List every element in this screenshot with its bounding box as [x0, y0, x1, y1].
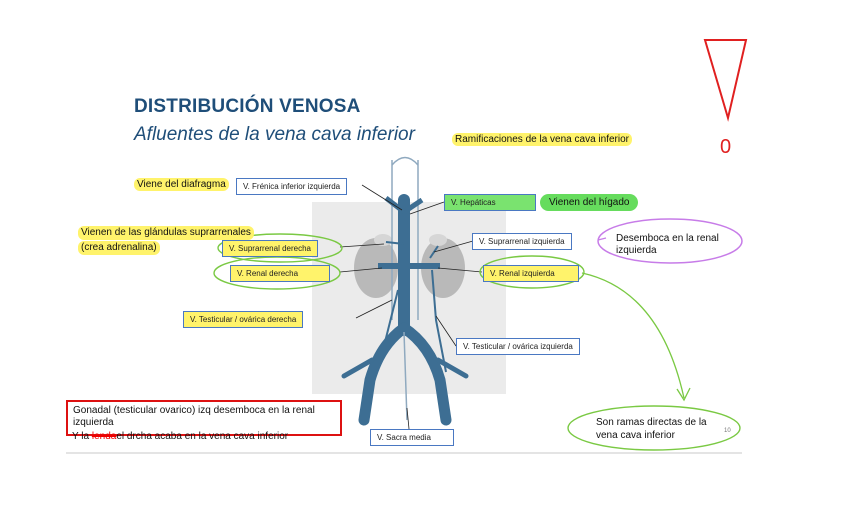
note-y-la-prefix: Y la — [72, 431, 90, 442]
leader-lines — [339, 184, 483, 430]
aorta-arch — [391, 156, 419, 166]
purple-link — [597, 237, 607, 241]
note-gonadal: Gonadal (testicular ovarico) izq desembo… — [73, 405, 315, 428]
note-glandulas: Vienen de las glándulas suprarrenales (c… — [78, 225, 254, 255]
label-renal-izquierda: V. Renal izquierda — [483, 265, 579, 282]
page-subtitle: Afluentes de la vena cava inferior — [134, 124, 415, 145]
external-iliac — [341, 357, 469, 379]
left-kidney — [421, 238, 465, 298]
page-title: DISTRIBUCIÓN VENOSA — [134, 96, 361, 117]
note-higado: Vienen del hígado — [540, 194, 639, 211]
label-sacra-media: V. Sacra media — [370, 429, 454, 446]
note-diafragma: Viene del diafragma — [134, 178, 229, 191]
note-y-la-rest: el drcha acaba en la vena cava inferior — [116, 431, 289, 442]
note-desemboca: Desemboca en la renal izquierda — [616, 233, 719, 256]
note-ramificaciones: Ramificaciones de la vena cava inferior — [452, 133, 632, 146]
right-common-iliac — [358, 322, 410, 426]
page-number: 10 — [724, 428, 731, 434]
red-mark: 0 — [720, 136, 732, 158]
label-frenica: V. Frénica inferior izquierda — [236, 178, 348, 195]
note-glandulas-line1: Vienen de las glándulas suprarrenales — [78, 226, 254, 240]
ring-renal-derecha — [213, 256, 341, 290]
label-suprarrenal-derecha: V. Suprarrenal derecha — [222, 240, 318, 257]
sacra-media-vein — [403, 331, 408, 421]
label-hepaticas: V. Hepáticas — [444, 194, 536, 211]
exclamation-triangle-icon — [703, 39, 748, 122]
note-struck-word: lenda — [91, 431, 117, 442]
gonadal-note-box: Gonadal (testicular ovarico) izq desembo… — [66, 400, 342, 436]
arrowhead-icon — [676, 387, 691, 402]
ring-suprarrenal-derecha — [217, 233, 343, 263]
note-glandulas-line2: (crea adrenalina) — [78, 241, 160, 255]
left-gonadal-vein — [431, 269, 447, 373]
label-testicular-derecha: V. Testicular / ovárica derecha — [183, 311, 304, 328]
left-adrenal — [429, 234, 447, 246]
note-ramas-directas: Son ramas directas de la vena cava infer… — [596, 417, 707, 441]
label-testicular-izquierda: V. Testicular / ovárica izquierda — [456, 338, 580, 355]
left-common-iliac — [398, 322, 452, 426]
note-y-la: Y la lendael drcha acaba en la vena cava… — [72, 431, 288, 442]
ring-desemboca — [597, 218, 743, 264]
ring-renal-izquierda — [479, 255, 585, 289]
label-suprarrenal-izquierda: V. Suprarrenal izquierda — [472, 233, 572, 250]
arrow-to-ramas — [581, 272, 685, 399]
ring-ramas-directas — [567, 405, 741, 451]
right-kidney — [354, 238, 398, 298]
label-renal-derecha: V. Renal derecha — [230, 265, 330, 282]
